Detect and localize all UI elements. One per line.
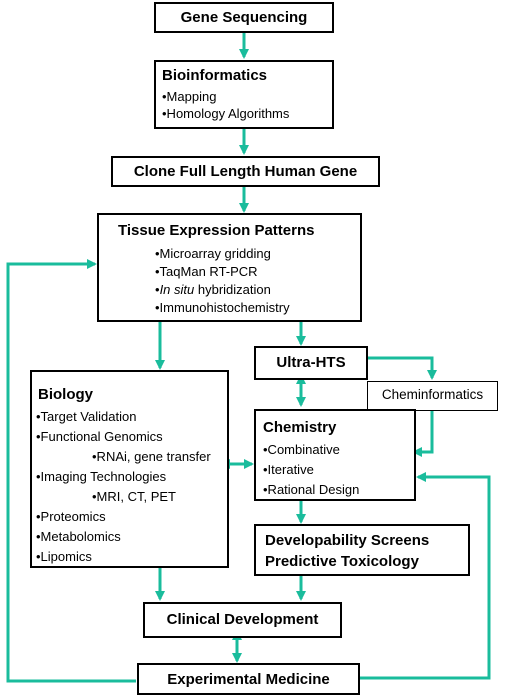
gene-sequencing-box: Gene Sequencing xyxy=(154,2,334,33)
tissue-item-taqman: •TaqMan RT-PCR xyxy=(155,264,258,279)
biology-item-lipomics: •Lipomics xyxy=(36,549,92,564)
tissue-title: Tissue Expression Patterns xyxy=(118,222,315,239)
biology-item-rnai: •RNAi, gene transfer xyxy=(92,449,211,464)
chemistry-title: Chemistry xyxy=(263,419,337,436)
experimental-medicine-box: Experimental Medicine xyxy=(137,663,360,695)
chemistry-box: Chemistry •Combinative •Iterative •Ratio… xyxy=(254,409,416,501)
tissue-item-insitu: •In situ hybridization xyxy=(155,281,271,298)
biology-item-functional-genomics: •Functional Genomics xyxy=(36,429,163,444)
biology-item-target-validation: •Target Validation xyxy=(36,409,137,424)
clone-title: Clone Full Length Human Gene xyxy=(133,163,358,180)
arrow-experimental-to-chemistry xyxy=(360,472,491,680)
gene-sequencing-title: Gene Sequencing xyxy=(180,9,308,26)
tissue-box: Tissue Expression Patterns •Microarray g… xyxy=(97,213,362,322)
biology-item-proteomics: •Proteomics xyxy=(36,509,106,524)
biology-item-mri: •MRI, CT, PET xyxy=(92,489,176,504)
arrow-ultrahts-to-cheminformatics xyxy=(368,356,437,380)
bioinformatics-box: Bioinformatics •Mapping •Homology Algori… xyxy=(154,60,334,129)
clinical-development-title: Clinical Development xyxy=(166,611,319,628)
chemistry-item-rational: •Rational Design xyxy=(263,482,360,497)
cheminformatics-box: Cheminformatics xyxy=(367,381,498,411)
developability-title-line2: Predictive Toxicology xyxy=(265,553,419,570)
biology-box: Biology •Target Validation •Functional G… xyxy=(30,370,229,568)
tissue-item-immuno: •Immunohistochemistry xyxy=(155,300,290,315)
tissue-item-microarray: •Microarray gridding xyxy=(155,246,271,261)
clone-box: Clone Full Length Human Gene xyxy=(111,156,380,187)
developability-box: Developability Screens Predictive Toxico… xyxy=(254,524,470,576)
arrow-cheminformatics-to-chemistry xyxy=(412,411,434,457)
tissue-item-insitu-italic: In situ xyxy=(159,282,195,297)
biology-item-imaging: •Imaging Technologies xyxy=(36,469,167,484)
chemistry-item-iterative: •Iterative xyxy=(263,462,314,477)
tissue-item-insitu-rest: hybridization xyxy=(194,282,271,297)
bioinformatics-title: Bioinformatics xyxy=(162,67,268,84)
developability-title-line1: Developability Screens xyxy=(265,532,430,549)
biology-title: Biology xyxy=(38,386,93,403)
bioinformatics-item-mapping: •Mapping xyxy=(162,89,217,104)
clinical-development-box: Clinical Development xyxy=(143,602,342,638)
arrow-experimental-to-tissue xyxy=(6,259,136,683)
tissue-item-insitu-bullet: • xyxy=(155,282,160,297)
bioinformatics-item-homology: •Homology Algorithms xyxy=(162,106,290,121)
biology-item-metabolomics: •Metabolomics xyxy=(36,529,121,544)
cheminformatics-title: Cheminformatics xyxy=(381,387,484,402)
ultra-hts-title: Ultra-HTS xyxy=(276,354,346,371)
ultra-hts-box: Ultra-HTS xyxy=(254,346,368,380)
experimental-medicine-title: Experimental Medicine xyxy=(167,671,330,688)
chemistry-item-combinative: •Combinative xyxy=(263,442,340,457)
